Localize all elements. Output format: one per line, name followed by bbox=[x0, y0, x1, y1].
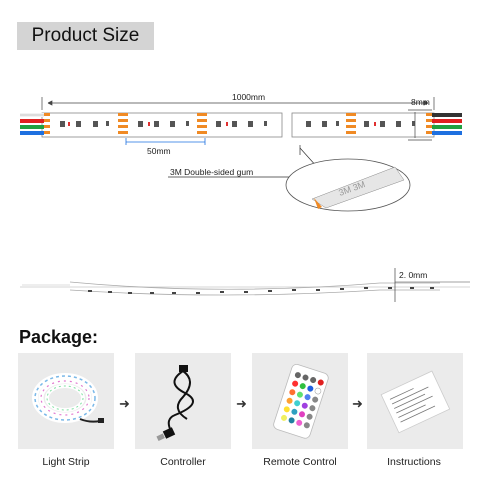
width-dimension-line bbox=[408, 109, 432, 141]
strip-top-right bbox=[291, 112, 462, 138]
remote-control-label: Remote Control bbox=[263, 456, 337, 468]
width-label: 8mm bbox=[411, 97, 430, 107]
light-strip-label: Light Strip bbox=[42, 456, 90, 468]
strip-diagram: 3M 3M bbox=[20, 97, 470, 302]
package-title: Package: bbox=[19, 327, 99, 347]
light-strip-image bbox=[18, 353, 114, 449]
product-size-header: Product Size bbox=[17, 22, 154, 50]
arrow-right-icon: ➜ bbox=[352, 396, 363, 411]
length-label: 1000mm bbox=[232, 92, 266, 102]
product-size-title: Product Size bbox=[31, 25, 140, 46]
arrow-right-icon: ➜ bbox=[119, 396, 130, 411]
segment-dimension-line bbox=[125, 138, 206, 145]
instructions-label: Instructions bbox=[387, 456, 441, 468]
strip-top-left bbox=[20, 112, 283, 138]
gum-callout: 3M 3M bbox=[168, 145, 411, 212]
segment-label: 50mm bbox=[147, 146, 171, 156]
remote-control-image bbox=[252, 353, 348, 449]
arrow-right-icon: ➜ bbox=[236, 396, 247, 411]
controller-label: Controller bbox=[160, 456, 206, 468]
instructions-image bbox=[367, 353, 463, 449]
controller-image bbox=[135, 353, 231, 449]
strip-side-view bbox=[20, 268, 470, 302]
length-dimension-line bbox=[41, 97, 435, 110]
thickness-label: 2. 0mm bbox=[399, 270, 428, 280]
gum-label: 3M Double-sided gum bbox=[170, 167, 254, 177]
